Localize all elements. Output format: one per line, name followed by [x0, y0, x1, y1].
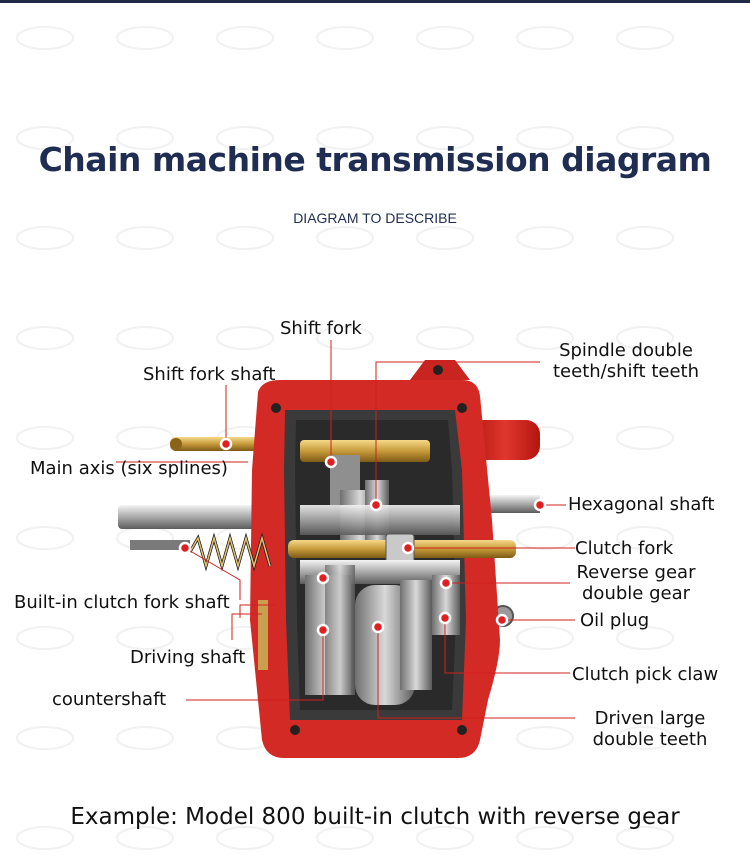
label-clutch-pick-claw: Clutch pick claw [572, 664, 719, 685]
marker-dots [178, 437, 547, 637]
label-hexagonal-shaft: Hexagonal shaft [568, 494, 715, 515]
marker-spindle [369, 498, 383, 512]
label-spindle-line-2: teeth/shift teeth [553, 361, 699, 382]
label-driven-line-2: double teeth [592, 729, 708, 750]
marker-countershaft-upper [316, 571, 330, 585]
top-rule [0, 0, 750, 3]
marker-builtin-clutch [178, 541, 192, 555]
label-driven-line-1: Driven large [594, 708, 706, 729]
page-title: Chain machine transmission diagram [38, 140, 712, 179]
marker-clutch-pick-claw [438, 611, 452, 625]
example-caption: Example: Model 800 built-in clutch with … [70, 804, 680, 830]
label-reverse-line-1: Reverse gear [576, 562, 696, 583]
label-driving-shaft: Driving shaft [130, 647, 246, 668]
label-clutch-fork: Clutch fork [575, 538, 674, 559]
label-spindle-line-1: Spindle double [559, 340, 693, 361]
label-shift-fork-shaft: Shift fork shaft [143, 364, 276, 385]
marker-shift-fork-shaft [219, 437, 233, 451]
marker-driven-large [371, 620, 385, 634]
label-spindle-double-teeth: Spindle double teeth/shift teeth [544, 340, 708, 382]
label-reverse-gear: Reverse gear double gear [568, 562, 704, 604]
label-driven-large-double-teeth: Driven large double teeth [580, 708, 720, 750]
marker-countershaft [316, 623, 330, 637]
label-builtin-clutch-fork-shaft: Built-in clutch fork shaft [14, 592, 230, 613]
label-main-axis: Main axis (six splines) [30, 458, 228, 479]
label-oil-plug: Oil plug [580, 610, 650, 631]
label-reverse-line-2: double gear [582, 583, 690, 604]
marker-oil-plug [495, 613, 509, 627]
marker-shift-fork [324, 455, 338, 469]
label-shift-fork: Shift fork [280, 318, 362, 339]
marker-clutch-fork [401, 541, 415, 555]
main-axis-shaft [118, 505, 278, 529]
leader-lines [116, 340, 575, 719]
marker-hexagonal-shaft [533, 498, 547, 512]
marker-reverse-gear [439, 576, 453, 590]
label-countershaft: countershaft [52, 689, 167, 710]
page-subtitle: DIAGRAM TO DESCRIBE [293, 210, 457, 226]
